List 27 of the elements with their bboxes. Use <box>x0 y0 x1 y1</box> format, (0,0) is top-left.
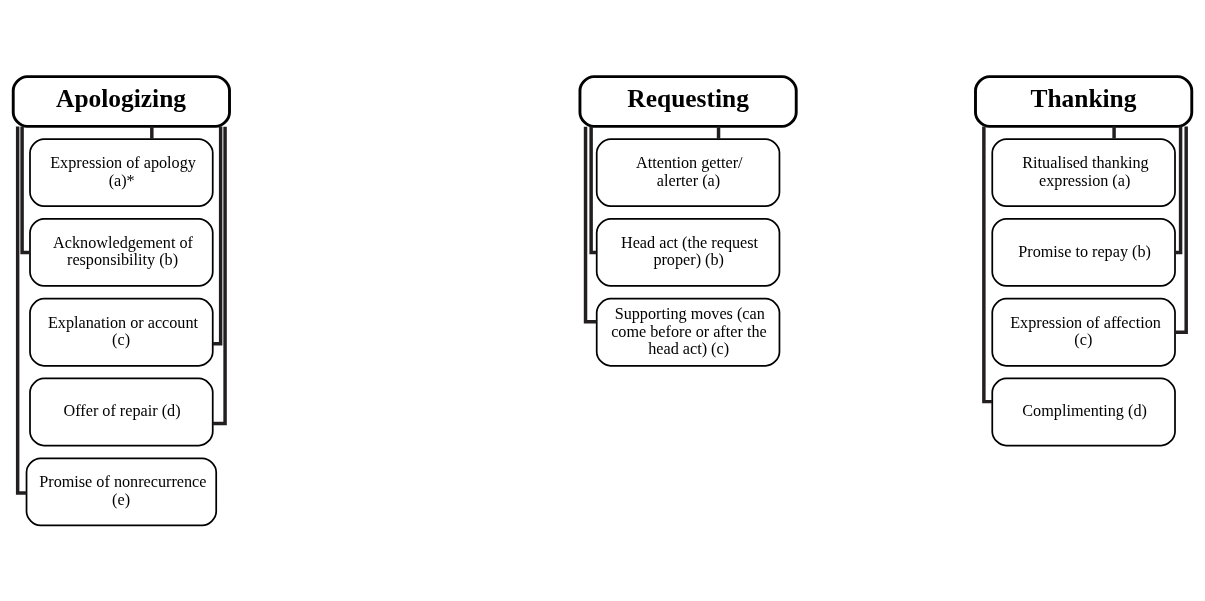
connector <box>150 125 154 139</box>
node-box: Offer of repair (d) <box>29 377 214 446</box>
connector <box>589 125 597 254</box>
connector <box>583 126 597 324</box>
node-box: Supporting moves (can come before or after the head act) (c) <box>595 297 781 367</box>
node-box: Expression of apology (a)* <box>29 137 214 207</box>
connector <box>1112 125 1116 139</box>
connector <box>212 126 227 425</box>
node-box: Acknowledgement of responsibility (b) <box>29 217 214 287</box>
connector <box>982 126 993 403</box>
connector <box>716 125 721 139</box>
connector <box>15 126 27 495</box>
node-box: Ritualised thanking expression (a) <box>991 137 1176 207</box>
node-box: Complimenting (d) <box>991 377 1176 446</box>
connector <box>1175 126 1188 334</box>
connector <box>1175 125 1183 254</box>
node-box: Requesting <box>578 74 798 128</box>
node-box: Expression of affection (c) <box>991 297 1176 367</box>
node-box: Explanation or account (c) <box>29 297 214 367</box>
connector <box>20 125 30 254</box>
node-box: Promise of nonrecurrence (e) <box>25 456 218 526</box>
node-box: Promise to repay (b) <box>991 217 1176 287</box>
node-box: Head act (the request proper) (b) <box>595 217 781 287</box>
connector <box>212 126 223 346</box>
node-box: Thanking <box>974 74 1194 128</box>
node-box: Attention getter/ alerter (a) <box>595 137 781 207</box>
node-box: Apologizing <box>11 74 231 128</box>
